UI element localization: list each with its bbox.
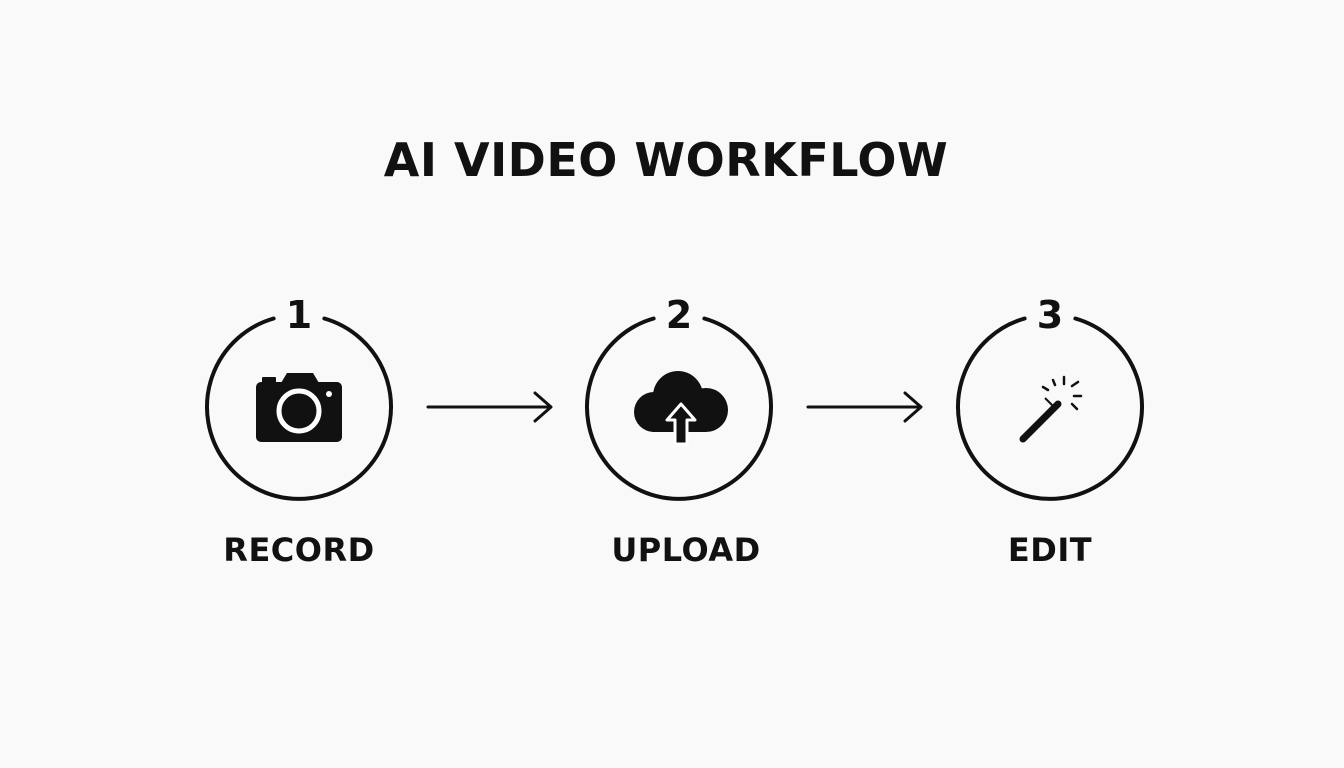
arrow-right-icon <box>806 391 923 423</box>
magic-wand-icon <box>1019 375 1083 443</box>
step-2-number: 2 <box>666 293 692 337</box>
step-3: 3 <box>956 293 1144 501</box>
step-1-ring <box>205 316 393 501</box>
cloud-upload-icon <box>634 371 728 446</box>
step-3-number: 3 <box>1037 293 1063 337</box>
step-3-ring <box>956 316 1144 501</box>
step-2-label: UPLOAD <box>611 531 761 569</box>
step-1: 1 <box>205 293 393 501</box>
camera-icon <box>256 373 342 442</box>
step-3-label: EDIT <box>1007 531 1093 569</box>
step-2-ring <box>585 316 773 501</box>
arrow-right-icon <box>426 391 553 423</box>
step-1-number: 1 <box>286 293 312 337</box>
step-1-label: RECORD <box>223 531 375 569</box>
diagram-title: AI VIDEO WORKFLOW <box>383 133 949 187</box>
step-2: 2 <box>585 293 773 501</box>
